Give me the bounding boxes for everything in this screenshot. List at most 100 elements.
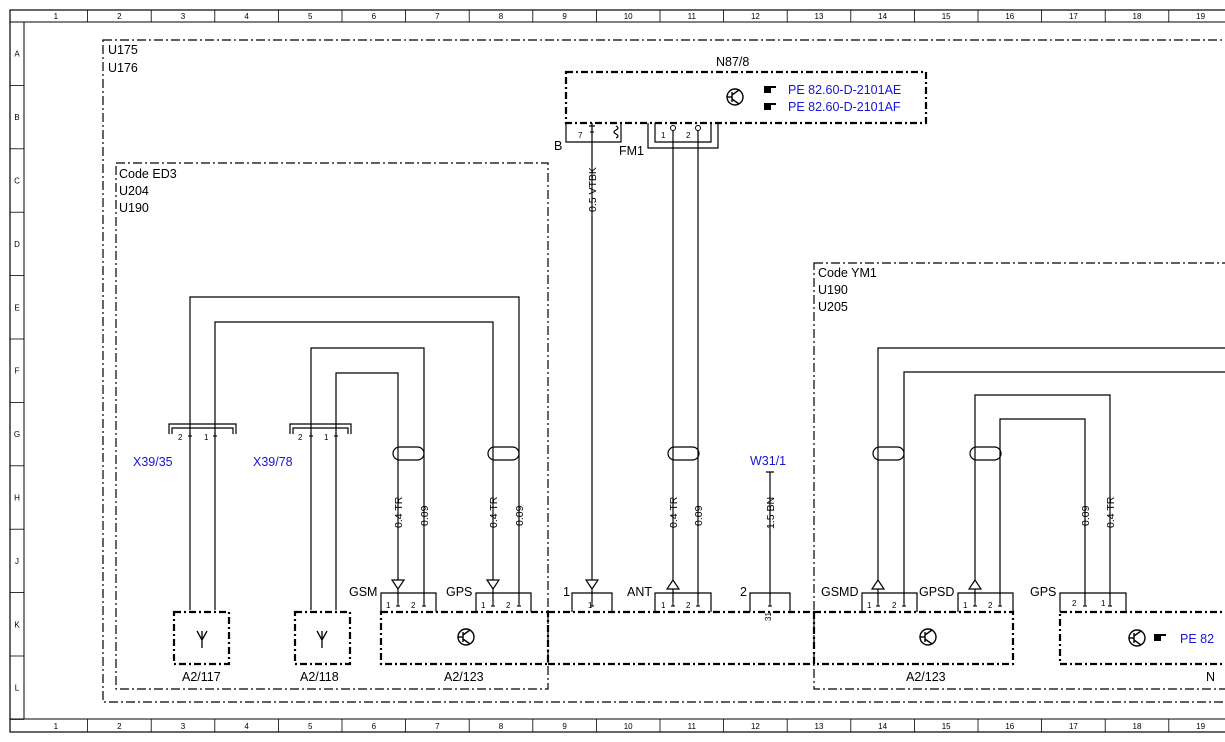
ruler-col-5: 5 [308, 722, 313, 731]
a2-118-antenna-icon [316, 630, 328, 649]
w31-label[interactable]: W31/1 [750, 454, 786, 468]
a2-123-right-box [812, 610, 1015, 666]
ruler-col-13: 13 [815, 722, 824, 731]
a2-117-box [172, 610, 231, 666]
x39-35-pin1: 1 [204, 433, 209, 442]
a2-123-left-label: A2/123 [444, 670, 484, 684]
ruler-col-10: 10 [624, 12, 633, 21]
gpsd-pin1: 1 [963, 601, 968, 610]
column-ruler: 1122334455667788991010111112121313141415… [54, 10, 1206, 732]
fm1-coil-icon [613, 125, 619, 139]
n87-module: N87/8 PE 82.60-D-2101AE PE 82.60-D-2101A… [554, 55, 928, 158]
ruler-col-15: 15 [942, 722, 951, 731]
a2-117-antenna-icon [196, 630, 208, 649]
right-pin2: 2 [1072, 599, 1077, 608]
n87-pin-b-num: 7 [578, 131, 583, 140]
n87-ant-housing-outer [647, 123, 719, 149]
n87-pin1: 1 [661, 131, 666, 140]
ruler-col-15: 15 [942, 12, 951, 21]
x39-78-connector: 2 1 X39/78 [253, 423, 352, 469]
n87-ref1-link[interactable]: PE 82.60-D-2101AE [788, 83, 901, 97]
ruler-col-19: 19 [1196, 12, 1205, 21]
n87-ref2-hand-icon [764, 103, 776, 110]
ed3-dash-box [115, 162, 549, 690]
bn-label: 1.5 BN [765, 497, 777, 529]
ruler-col-8: 8 [499, 12, 504, 21]
gpsr-009-label: 0.09 [1080, 505, 1092, 526]
fm1-label: FM1 [619, 144, 644, 158]
ruler-col-18: 18 [1133, 722, 1142, 731]
gsm-shield-icon [392, 446, 425, 461]
right-gps-port-label: GPS [1030, 585, 1056, 599]
ruler-row-L: L [15, 684, 20, 693]
ruler-col-10: 10 [624, 722, 633, 731]
x39-78-pin2: 2 [298, 433, 303, 442]
ruler-col-11: 11 [688, 12, 697, 21]
gsm-pin2: 2 [411, 601, 416, 610]
ant-009-label: 0.09 [693, 505, 705, 526]
gps-port-label: GPS [446, 585, 472, 599]
ruler-col-16: 16 [1005, 12, 1014, 21]
ruler-col-9: 9 [562, 722, 567, 731]
gsmd-shield-icon [872, 446, 905, 461]
a2-123-left-transistor-icon [457, 628, 475, 646]
gsm-009-label: 0.09 [419, 505, 431, 526]
a2-123-left-box [379, 610, 550, 666]
wire-bn [766, 471, 774, 602]
ruler-col-2: 2 [117, 722, 122, 731]
wire-gsm-inner [214, 321, 494, 610]
gps-009-label: 0.09 [514, 505, 526, 526]
ed3-box-line1: Code ED3 [119, 167, 177, 181]
ruler-row-E: E [14, 303, 19, 312]
a2-123-right-transistor-icon [919, 628, 937, 646]
n87-ref1-hand-icon [764, 86, 776, 93]
outer-box-line1: U175 [108, 43, 138, 57]
middle-pin2-label: 2 [740, 585, 747, 599]
right-module-ref-link[interactable]: PE 82 [1180, 632, 1214, 646]
gpsr-tr-label: 0.4 TR [1105, 496, 1117, 528]
right-module-label: N [1206, 670, 1215, 684]
x39-78-label[interactable]: X39/78 [253, 455, 293, 469]
ruler-col-7: 7 [435, 12, 440, 21]
gsm-pin1: 1 [386, 601, 391, 610]
ruler-col-9: 9 [562, 12, 567, 21]
ruler-col-19: 19 [1196, 722, 1205, 731]
ruler-col-14: 14 [878, 722, 887, 731]
gsmd-pin2: 2 [892, 601, 897, 610]
ant-tr-label: 0.4 TR [668, 496, 680, 528]
n87-box [564, 70, 928, 125]
ruler-row-A: A [14, 50, 20, 59]
ruler-col-16: 16 [1005, 722, 1014, 731]
wire-gps-outer [310, 347, 425, 610]
gsm-tr-label: 0.4 TR [393, 496, 405, 528]
ruler-col-3: 3 [181, 12, 186, 21]
ruler-row-C: C [14, 177, 20, 186]
ym1-box-line2: U190 [818, 283, 848, 297]
wire-gsmd-inner [903, 371, 1225, 603]
gps-shield-icon [487, 446, 520, 461]
x39-35-label[interactable]: X39/35 [133, 455, 173, 469]
ruler-col-17: 17 [1069, 12, 1078, 21]
n87-ant-housing-inner [654, 123, 712, 143]
x39-78-pin1: 1 [324, 433, 329, 442]
ant-pin1: 1 [661, 601, 666, 610]
gpsd-pin2: 2 [988, 601, 993, 610]
n87-ref2-link[interactable]: PE 82.60-D-2101AF [788, 100, 901, 114]
n87-pin2: 2 [686, 131, 691, 140]
ruler-col-14: 14 [878, 12, 887, 21]
n87-pin-b-housing [565, 123, 622, 143]
ed3-box-line3: U190 [119, 201, 149, 215]
ruler-row-K: K [14, 620, 20, 629]
ruler-row-D: D [14, 240, 20, 249]
middle-pin1-label: 1 [563, 585, 570, 599]
gsmd-port-label: GSMD [821, 585, 859, 599]
ant-shield-icon [667, 446, 700, 461]
ruler-col-2: 2 [117, 12, 122, 21]
n87-pin-b-label: B [554, 139, 562, 153]
ruler-row-B: B [14, 113, 19, 122]
ruler-col-6: 6 [372, 12, 377, 21]
ruler-col-18: 18 [1133, 12, 1142, 21]
a2-123-right-label: A2/123 [906, 670, 946, 684]
ant-pin2: 2 [686, 601, 691, 610]
